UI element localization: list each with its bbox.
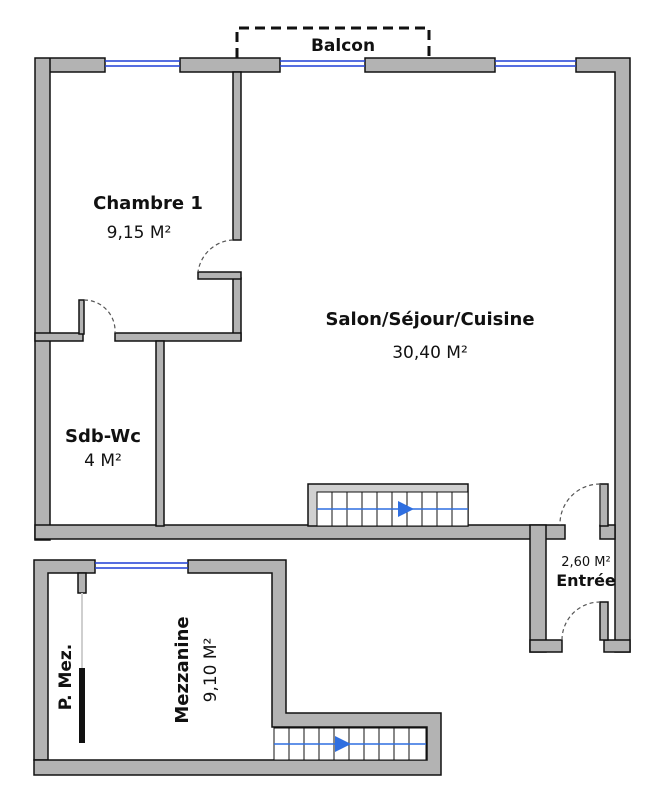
room-area-salon: 30,40 M² [392, 343, 468, 363]
wall-entree-bottom-right [603, 639, 631, 653]
room-name-pmez: P. Mez. [56, 644, 76, 711]
wall-sdb-right [155, 340, 165, 527]
stair-mezzanine-arrow-icon [335, 736, 351, 752]
wall-entree-left [529, 524, 547, 653]
window-chambre [105, 60, 180, 67]
door-entree-bottom [561, 601, 601, 641]
wall-entree-right-stub [599, 524, 616, 540]
wall-bottom-main [34, 524, 566, 540]
window-mezzanine [95, 562, 188, 569]
wall-entree-bottom-left [529, 639, 563, 653]
wall-entree-jamb-bottom [599, 601, 609, 641]
wall-door-jamb [78, 299, 85, 335]
wall-mezz-top-right [33, 559, 442, 776]
window-salon [495, 60, 576, 67]
wall-mezz-jamb [77, 572, 87, 594]
balcony-label: Balcon [311, 36, 375, 56]
wall-door-stub [197, 271, 242, 280]
room-area-entree: 2,60 M² [561, 555, 611, 570]
door-entree-top [559, 483, 601, 526]
stair-main [307, 483, 469, 527]
stair-mezzanine [273, 727, 427, 761]
stair-main-arrow-icon [398, 501, 414, 517]
room-name-salon: Salon/Séjour/Cuisine [325, 309, 534, 330]
door-sdb [83, 299, 116, 334]
wall-chambre-right [232, 71, 242, 241]
wall-top-left [34, 57, 106, 541]
room-area-mezzanine: 9,10 M² [201, 638, 221, 703]
wall-chambre-right-low [232, 277, 242, 341]
wall-chambre-bottom-left [34, 332, 84, 342]
wall-chambre-bottom-right [114, 332, 242, 342]
door-chambre [197, 239, 234, 273]
window-balcon [280, 60, 365, 67]
wall-top-mid-2 [364, 57, 496, 73]
room-area-chambre1: 9,15 M² [107, 223, 172, 243]
room-name-mezzanine: Mezzanine [172, 616, 193, 723]
wall-top-mid-1 [179, 57, 281, 73]
wall-entree-jamb-top [599, 483, 609, 527]
room-name-entree: Entrée [556, 571, 616, 590]
room-name-chambre1: Chambre 1 [93, 193, 203, 214]
room-name-sdb: Sdb-Wc [65, 426, 141, 447]
room-area-sdb: 4 M² [84, 451, 122, 471]
mezz-partition [79, 668, 85, 743]
